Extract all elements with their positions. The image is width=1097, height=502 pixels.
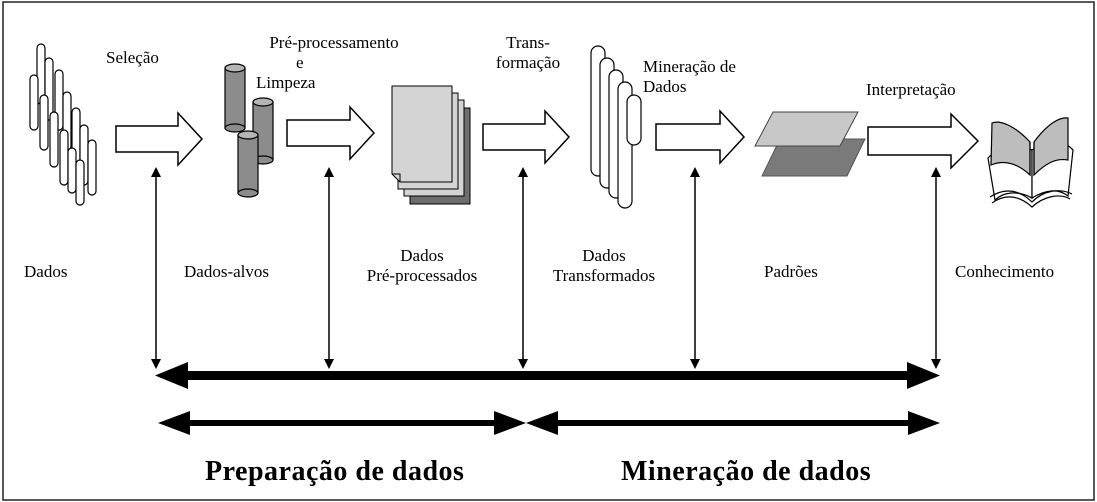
dados-transformados-label: Dados Transformados — [534, 246, 674, 286]
book-icon — [987, 117, 1074, 208]
mineracao-line-1: Mineração de — [643, 57, 736, 76]
conhecimento-label: Conhecimento — [955, 262, 1055, 281]
transformacao-line-1: Trans- — [506, 33, 550, 52]
transformacao-arrow — [482, 109, 571, 165]
transformados-line-2: Transformados — [552, 266, 656, 285]
patterns-icon — [754, 111, 866, 177]
full-process-arrow — [155, 362, 940, 389]
transformados-line-1: Dados — [582, 246, 626, 265]
interpretacao-arrow — [867, 112, 980, 170]
mineracao-phase-label: Mineração de dados — [621, 456, 872, 487]
preparacao-phase-label: Preparação de dados — [205, 456, 465, 487]
selecao-label: Seleção — [106, 48, 159, 67]
phase-arrows — [158, 411, 940, 435]
preprocessed-data-icon — [391, 85, 471, 205]
transformacao-label: Trans- formação — [486, 33, 570, 73]
transformed-data-icon — [590, 45, 642, 209]
mineracao-arrow — [655, 109, 746, 165]
transformacao-line-2: formação — [495, 53, 561, 72]
target-data-icon — [224, 63, 274, 198]
preprocessamento-line-3: Limpeza — [256, 73, 316, 92]
selecao-arrow — [115, 111, 204, 167]
raw-data-icon — [29, 43, 97, 206]
preprocessamento-line-2: e — [296, 53, 304, 72]
padroes-label: Padrões — [764, 262, 818, 281]
mineracao-label: Mineração de Dados — [643, 57, 763, 97]
interpretacao-label: Interpretação — [866, 80, 956, 99]
preprocessados-line-2: Pré-processados — [366, 266, 478, 285]
dados-preprocessados-label: Dados Pré-processados — [348, 246, 496, 286]
preprocessados-line-1: Dados — [400, 246, 444, 265]
preprocessamento-arrow — [286, 105, 376, 161]
dados-alvos-label: Dados-alvos — [184, 262, 269, 281]
vertical-connectors — [151, 167, 941, 369]
dados-label: Dados — [24, 262, 68, 281]
preprocessamento-label: Pré-processamento e Limpeza — [248, 33, 420, 93]
mineracao-line-2: Dados — [643, 77, 687, 96]
preprocessamento-line-1: Pré-processamento — [269, 33, 399, 52]
